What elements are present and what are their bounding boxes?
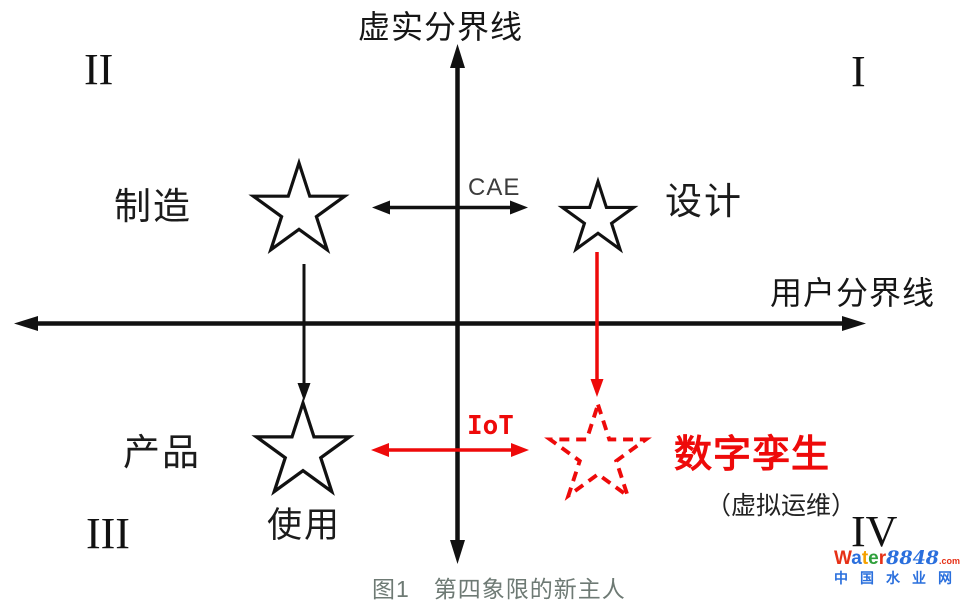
- horizontal-axis-label: 用户分界线: [770, 275, 936, 311]
- use-star: [254, 401, 352, 494]
- water8848-number: 8848: [886, 547, 940, 569]
- digital-twin-note-label: （虚拟运维）: [706, 492, 857, 520]
- iot-arrowhead-right: [511, 443, 529, 457]
- water8848-logo-text: Water8848.com: [834, 547, 966, 569]
- design-star: [560, 179, 636, 251]
- cae-arrowhead-right: [510, 200, 528, 215]
- site-name-label: 中国水业网: [834, 570, 964, 586]
- product-label: 产品: [123, 432, 201, 473]
- vertical-axis-label: 虚实分界线: [358, 9, 524, 45]
- manufacture-star: [251, 161, 347, 252]
- quadrant-3-label: III: [86, 509, 130, 558]
- quadrant-4-label: IV: [851, 507, 898, 556]
- use-label: 使用: [267, 506, 342, 545]
- cae-arrowhead-left: [372, 200, 390, 215]
- manufacture-label: 制造: [114, 186, 192, 227]
- vertical-axis-arrowhead-up: [450, 44, 465, 68]
- water8848-watermark: Water8848.com 中国水业网: [834, 547, 966, 586]
- quadrant-1-label: I: [851, 47, 866, 96]
- water8848-tld: .com: [939, 556, 961, 566]
- manufacture-to-use-arrowhead: [297, 383, 311, 401]
- design-to-digitaltwin-arrowhead: [590, 379, 604, 397]
- digital-twin-dashed-star: [548, 402, 648, 498]
- horizontal-axis-arrowhead-left: [14, 316, 38, 331]
- figure-caption: 图1 第四象限的新主人: [372, 576, 626, 602]
- horizontal-axis-arrowhead-right: [842, 316, 866, 331]
- vertical-axis-arrowhead-down: [450, 540, 465, 564]
- iot-arrowhead-left: [371, 443, 389, 457]
- design-label: 设计: [665, 181, 743, 222]
- digital-twin-label: 数字孪生: [674, 434, 831, 476]
- iot-label: IoT: [467, 411, 514, 441]
- water8848-brand-letters: Water: [834, 548, 887, 569]
- cae-label: CAE: [468, 174, 521, 201]
- quadrant-2-label: II: [84, 45, 114, 94]
